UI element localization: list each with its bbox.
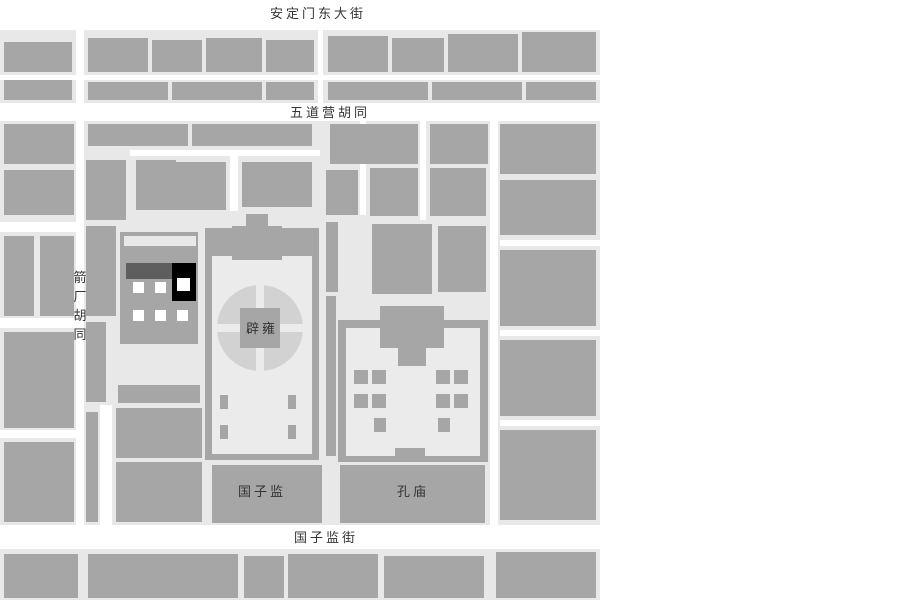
label-guozijian: 国子监 bbox=[238, 485, 286, 500]
hutong-char: 厂 bbox=[73, 290, 86, 305]
kongmiao-compound bbox=[338, 306, 488, 462]
hutong-char: 胡 bbox=[73, 309, 86, 324]
street-label-guozijian: 国子监街 bbox=[294, 531, 358, 546]
building-blocks bbox=[4, 32, 596, 598]
label-kongmiao: 孔庙 bbox=[397, 485, 429, 500]
site-compound bbox=[120, 232, 198, 344]
roads bbox=[0, 30, 600, 549]
hutong-label-jianchang: 箭 厂 胡 同 bbox=[73, 270, 86, 343]
hutong-char: 箭 bbox=[73, 270, 86, 286]
label-biyong: 辟雍 bbox=[246, 321, 278, 337]
guozijian-compound bbox=[205, 214, 319, 460]
hutong-char: 同 bbox=[73, 328, 86, 343]
street-label-andingmen: 安定门东大街 bbox=[270, 7, 366, 22]
hutong-label-wudaoying: 五道营胡同 bbox=[290, 106, 370, 121]
